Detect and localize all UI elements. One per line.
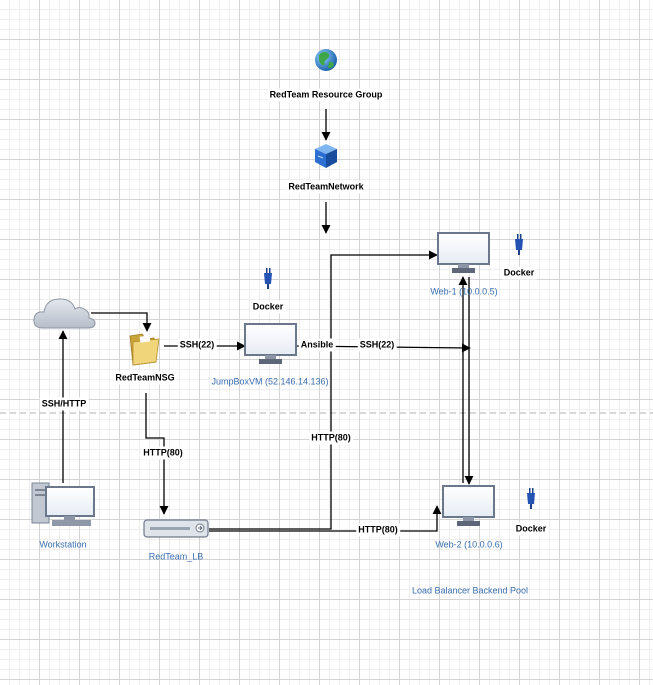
- edge-label-ssh22-web: SSH(22): [357, 338, 397, 352]
- internet-cloud-icon: [33, 298, 96, 329]
- virtual-network-icon: [315, 144, 337, 168]
- docker-icon: [264, 268, 272, 289]
- edge-lb-to-web1: [209, 250, 438, 530]
- docker-icon: [527, 488, 535, 509]
- docker-label-jumpbox: Docker: [250, 300, 286, 314]
- workstation-icon: [31, 482, 95, 526]
- edge-nsg-to-lb: [145, 393, 169, 515]
- edge-label-http80-lb: HTTP(80): [356, 523, 400, 537]
- web2-label: Web-2 (10.0.0.6): [435, 539, 503, 550]
- nsg-label: RedTeamNSG: [113, 371, 177, 385]
- edge-label-ssh-http: SSH/HTTP: [39, 397, 89, 411]
- nsg-folder-icon: [129, 333, 160, 366]
- edge-label-http80-jumpbox: HTTP(80): [309, 431, 353, 445]
- web2-monitor-icon: [442, 485, 495, 526]
- jumpbox-monitor-icon: [244, 323, 297, 364]
- resource-group-label: RedTeam Resource Group: [267, 88, 385, 102]
- globe-icon: [315, 49, 337, 71]
- edge-label-ansible: Ansible: [298, 338, 336, 352]
- network-label: RedTeamNetwork: [286, 180, 366, 194]
- jumpbox-label: JumpBoxVM (52.146.14.136): [211, 376, 329, 387]
- connectors: [58, 109, 474, 532]
- docker-icon: [515, 234, 523, 255]
- edge-lb-to-web2: [209, 505, 442, 532]
- edge-cloud-to-nsg: [91, 312, 152, 332]
- lb-label: RedTeam_LB: [148, 551, 204, 562]
- web1-monitor-icon: [437, 232, 490, 273]
- docker-label-web1: Docker: [501, 266, 537, 280]
- docker-label-web2: Docker: [513, 522, 549, 536]
- edge-label-http80-nsg: HTTP(80): [141, 446, 185, 460]
- edge-label-ssh22-nsg: SSH(22): [177, 338, 217, 352]
- load-balancer-icon: [143, 519, 209, 538]
- backend-pool-label: Load Balancer Backend Pool: [411, 585, 529, 596]
- workstation-label: Workstation: [39, 539, 87, 550]
- web1-label: Web-1 (10.0.0.5): [430, 286, 498, 297]
